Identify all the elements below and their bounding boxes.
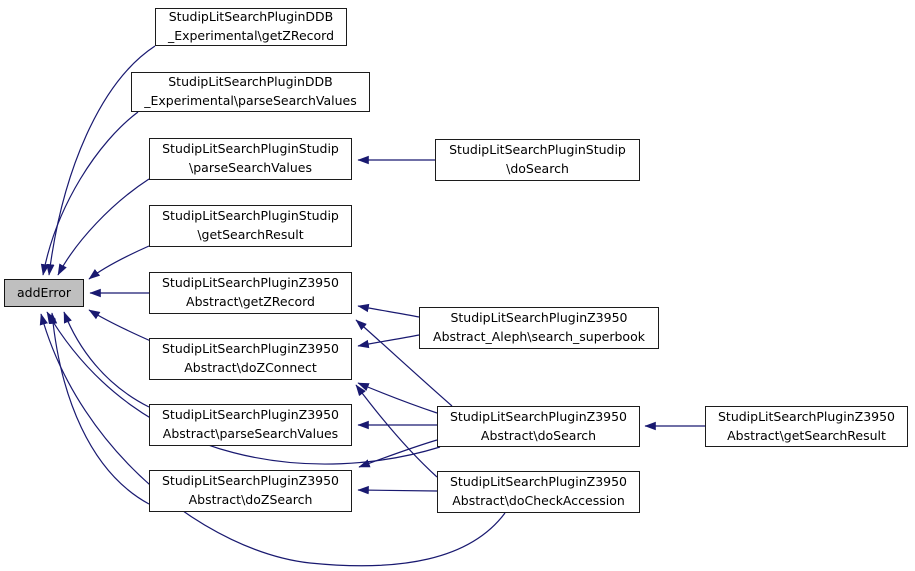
node-adderror[interactable]: addError [4,279,84,307]
edge-z3950-dosearch-to-z3950-dozconnect [357,382,438,414]
edge-z3950-docheckaccession-to-z3950-dozsearch [357,485,438,495]
edge-studip-parsesearchvalues-to-adderror [57,178,150,276]
node-studip-dosearch[interactable]: StudipLitSearchPluginStudip \doSearch [435,139,640,181]
node-studip-getsearchresult[interactable]: StudipLitSearchPluginStudip \getSearchRe… [149,205,352,247]
node-z3950-dozsearch[interactable]: StudipLitSearchPluginZ3950 Abstract\doZS… [149,470,352,512]
node-ddb-parsesearchvalues[interactable]: StudipLitSearchPluginDDB _Experimental\p… [131,72,370,112]
edge-aleph-search-superbook-to-z3950-dozconnect [357,334,420,349]
node-ddb-getzrecord[interactable]: StudipLitSearchPluginDDB _Experimental\g… [155,8,347,46]
node-z3950-getsearchresult[interactable]: StudipLitSearchPluginZ3950 Abstract\getS… [705,406,908,447]
edge-ddb-parsesearchvalues-to-adderror [40,111,139,276]
edge-z3950-dozconnect-to-adderror [88,309,154,343]
node-z3950-dosearch[interactable]: StudipLitSearchPluginZ3950 Abstract\doSe… [437,406,640,447]
edge-studip-getsearchresult-to-adderror [88,245,150,280]
node-studip-parsesearchvalues[interactable]: StudipLitSearchPluginStudip \parseSearch… [149,138,352,180]
edge-z3950-dosearch-to-z3950-dozsearch [358,439,438,468]
edge-aleph-search-superbook-to-z3950-getzrecord [357,303,420,318]
node-z3950-docheckaccession[interactable]: StudipLitSearchPluginZ3950 Abstract\doCh… [437,471,640,513]
node-z3950-getzrecord[interactable]: StudipLitSearchPluginZ3950 Abstract\getZ… [149,272,352,314]
node-z3950-dozconnect[interactable]: StudipLitSearchPluginZ3950 Abstract\doZC… [149,338,352,380]
edge-z3950-docheckaccession-to-z3950-dozconnect [355,384,438,478]
node-z3950-parsesearchvalues[interactable]: StudipLitSearchPluginZ3950 Abstract\pars… [149,404,352,446]
edge-z3950-dozsearch-to-adderror [48,312,150,505]
edge-z3950-parsesearchvalues-to-adderror [63,311,150,408]
node-aleph-search-superbook[interactable]: StudipLitSearchPluginZ3950 Abstract_Alep… [419,307,659,349]
